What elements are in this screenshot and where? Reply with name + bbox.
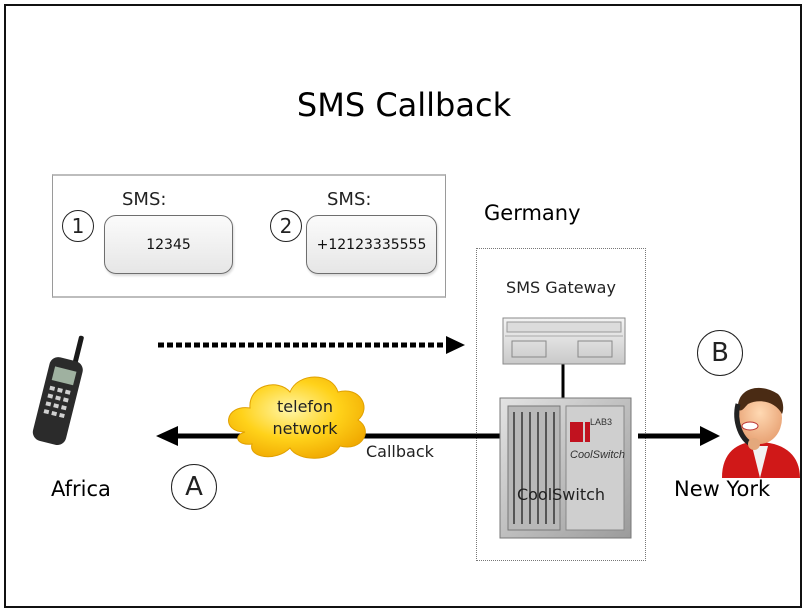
coolswitch-logo-text: LAB3 [590, 417, 612, 427]
slide-frame [4, 4, 802, 608]
sms-label-2: SMS: [327, 189, 372, 210]
coolswitch-label: CoolSwitch [516, 485, 606, 504]
telefon-network-cloud-icon [228, 376, 366, 459]
sms-label-1: SMS: [122, 189, 167, 210]
slide-title: SMS Callback [296, 86, 512, 124]
location-germany: Germany [484, 201, 581, 225]
sms-message-1: 12345 [104, 215, 233, 274]
sms-gateway-label: SMS Gateway [506, 278, 616, 297]
coolswitch-brand-text: CoolSwitch [570, 449, 625, 461]
sms-message-2: +12123335555 [306, 215, 437, 274]
sms-gateway-device-icon [502, 317, 626, 365]
step-1-marker: 1 [62, 210, 94, 242]
step-2-marker: 2 [270, 210, 302, 242]
germany-facility-box [476, 248, 646, 561]
callback-label: Callback [366, 442, 434, 461]
mobile-phone-icon [32, 335, 84, 445]
location-new-york: New York [674, 477, 771, 501]
location-africa: Africa [51, 477, 111, 501]
marker-b: B [697, 330, 743, 376]
marker-a: A [171, 464, 217, 510]
cloud-label: telefon network [272, 397, 338, 438]
sms-arrow [158, 336, 465, 354]
coolswitch-device-icon: LAB3 CoolSwitch [499, 397, 632, 539]
person-on-phone-icon [722, 387, 800, 478]
sms-panel [52, 174, 446, 298]
callback-arrow-right [638, 426, 720, 446]
